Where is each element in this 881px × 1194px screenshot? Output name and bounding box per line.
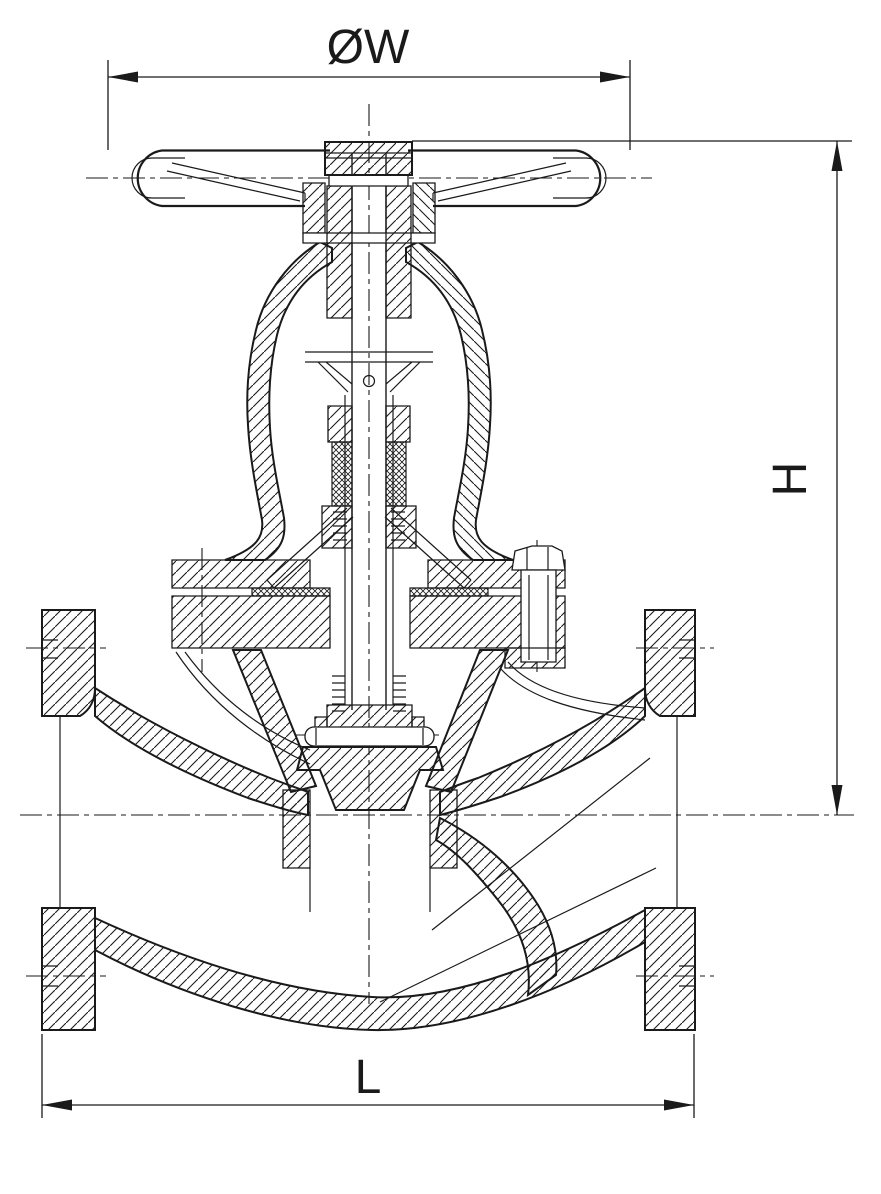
bellows-ribs [333, 511, 347, 541]
backseat-bushing [305, 351, 433, 393]
dimension-height: H [412, 140, 852, 815]
stem-nut-left [326, 185, 353, 319]
partition-edges [379, 757, 657, 1003]
extension-lines [107, 60, 631, 150]
seat-left [282, 789, 311, 869]
gland-follower-right [385, 405, 411, 443]
dimension-length: L [41, 1034, 695, 1118]
stem-nut-right [385, 185, 412, 319]
packing-right [385, 441, 407, 507]
bonnet-bolt-head [511, 545, 566, 571]
outlet-roof-edges [499, 661, 646, 721]
bellows-funnel [266, 507, 354, 589]
dimension-handwheel-diameter: ØW [107, 21, 631, 150]
handwheel-rim-inner [131, 157, 185, 199]
packing-left [331, 441, 353, 507]
outlet-flange-upper [644, 609, 696, 717]
body-top-flange-left [171, 595, 331, 649]
arrowhead-right [600, 71, 630, 83]
stem-sleeve [344, 395, 394, 705]
arrowhead-left [108, 71, 138, 83]
handwheel-rim-outer [136, 149, 330, 208]
arrowhead-bottom [831, 785, 843, 815]
stem-threads [332, 675, 345, 712]
bonnet-bolt-shank [520, 569, 557, 663]
bonnet-wall [224, 240, 333, 561]
handwheel-spoke [166, 162, 306, 202]
seat-right [429, 789, 458, 869]
disc-pin [304, 726, 435, 747]
yoke-bonnet [224, 240, 514, 561]
seat-bore-walls [309, 868, 431, 912]
valve-body [41, 609, 696, 1032]
chamber-wall-edges [175, 651, 311, 765]
gasket-left [251, 587, 331, 597]
neck-wall-right [424, 649, 510, 794]
gland-follower-left [327, 405, 353, 443]
handwheel-hub-ring [302, 182, 326, 234]
disc-coupling [326, 704, 413, 729]
outlet-flange-lower [644, 907, 696, 1031]
flange-face-step [42, 639, 58, 659]
bore-face-lines [59, 716, 678, 908]
inlet-flange-upper [41, 609, 96, 717]
body-bottom-shell [94, 908, 646, 1032]
inlet-flange-lower [41, 907, 96, 1031]
hub-washer [302, 232, 436, 244]
disc [295, 746, 445, 811]
pin-ends [315, 728, 424, 745]
bonnet-flange-assembly [171, 545, 566, 669]
arrowhead-right [664, 1099, 694, 1111]
length-label: L [355, 1051, 382, 1104]
stem-hole [362, 374, 376, 388]
bolt-shank-lines [521, 575, 556, 660]
nut-detail-lines [325, 152, 412, 159]
flange-face-step [42, 965, 58, 987]
flange-face-step [679, 639, 695, 659]
nut-washer [328, 174, 409, 187]
handwheel-diameter-label: ØW [327, 21, 410, 74]
arrowhead-left [42, 1099, 72, 1111]
bolt-facets [526, 547, 549, 570]
arrowhead-top [831, 141, 843, 171]
flange-face-step [679, 965, 695, 987]
height-label: H [764, 462, 817, 497]
disc-and-seat [282, 704, 458, 912]
centerlines [20, 104, 854, 1004]
dimensions: ØW H L [41, 21, 852, 1118]
extension-lines [41, 1034, 695, 1118]
handwheel [131, 141, 608, 319]
gasket-right [409, 587, 489, 597]
partition-wall [434, 816, 558, 998]
